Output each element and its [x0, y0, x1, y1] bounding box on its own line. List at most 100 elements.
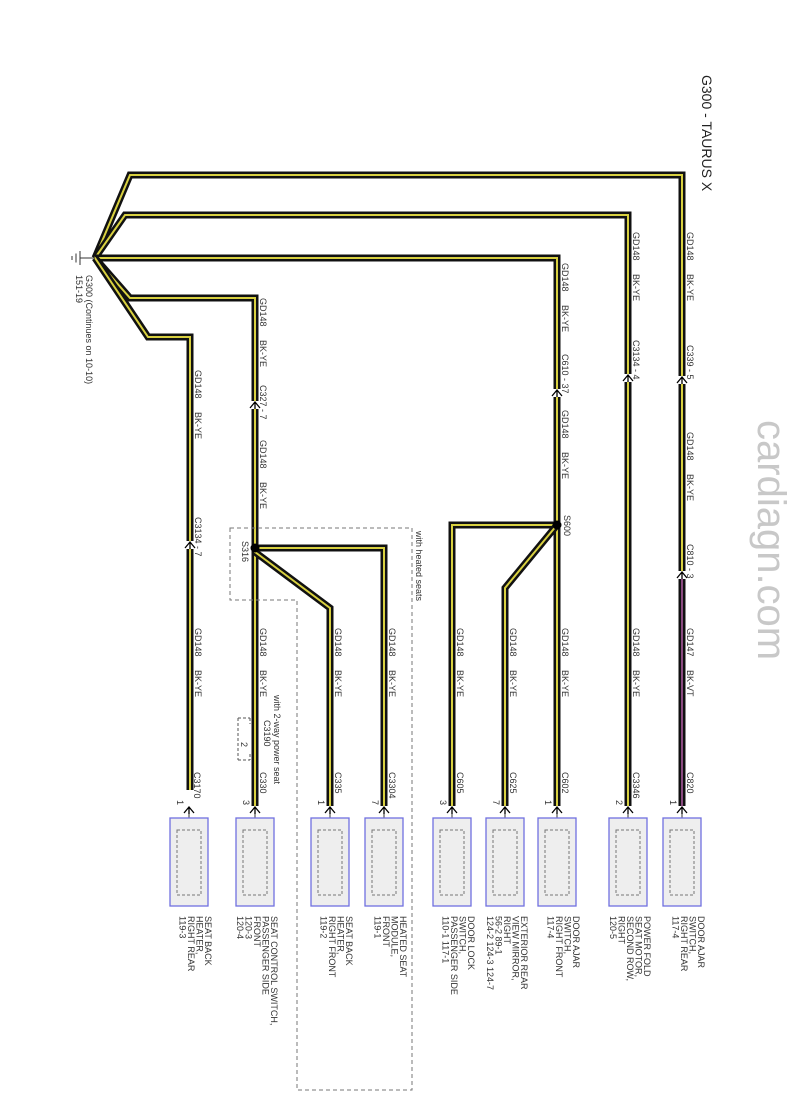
wire-circuit-label: GD148 — [387, 628, 397, 657]
component-box — [432, 817, 472, 907]
component-label-line: MODULE, — [390, 916, 400, 957]
component-box — [608, 817, 648, 907]
pin-number: 1 — [175, 800, 185, 805]
connector-label: C605 — [455, 772, 465, 794]
end-connector-4-icon — [446, 805, 458, 814]
connector-label: C3170 — [192, 772, 202, 799]
inline-connector-label: C3134 - 4 — [631, 340, 641, 380]
component-inner-outline — [669, 829, 695, 896]
wire-color-label: BK-YE — [631, 670, 641, 697]
component-label-line: RIGHT REAR — [186, 916, 196, 972]
component-label-line: 120-3 — [244, 916, 254, 939]
wire-circuit-label: GD148 — [685, 432, 695, 461]
component-label-line: RIGHT — [617, 916, 627, 945]
pin-number: 1 — [543, 800, 553, 805]
inline-connector-0-icon — [676, 375, 688, 384]
labels: G300 - TAURUS X cardiagn.com G300 (Conti… — [74, 75, 793, 785]
connector-label: C335 — [333, 772, 343, 794]
wire-color-label: BK-YE — [258, 482, 268, 509]
inline-connector-label: C810 - 3 — [685, 544, 695, 579]
splice-s316-dot — [250, 543, 260, 553]
component-inner-outline — [439, 829, 465, 896]
diagram-title: G300 - TAURUS X — [699, 75, 715, 192]
pin-number: 3 — [241, 800, 251, 805]
component-box — [169, 817, 209, 907]
component-label-line: HEATER, — [195, 916, 205, 954]
component-inner-outline — [615, 829, 641, 896]
wire-s316 — [92, 255, 259, 812]
component-label-line: 56-2 89-1 — [494, 916, 504, 955]
component-label-line: HEATED SEAT — [398, 916, 408, 978]
inline-connector-3-icon — [551, 388, 563, 397]
wire-color-label: BK-YE — [193, 670, 203, 697]
wire-color-label: BK-YE — [560, 670, 570, 697]
wire-c3346 — [92, 211, 632, 812]
pin-number: 3 — [438, 800, 448, 805]
wire-circuit-label: GD148 — [631, 232, 641, 261]
component-label-line: PASSENGER SIDE — [261, 916, 271, 995]
component-inner-outline — [492, 829, 518, 896]
component-inner-outline — [242, 829, 268, 896]
component-label-line: EXTERIOR REAR — [519, 916, 529, 990]
s316-label: S316 — [240, 541, 250, 562]
wire-color-label: BK-YE — [387, 670, 397, 697]
component-label-line: RIGHT — [502, 916, 512, 945]
component-label-line: 117-4 — [546, 916, 556, 938]
wire-circuit-label: GD148 — [258, 440, 268, 469]
end-connector-5-icon — [499, 805, 511, 814]
connector-label: C625 — [508, 772, 518, 794]
wire-c3346-core — [94, 214, 629, 812]
pin-number: 1 — [668, 800, 678, 805]
end-connector-2-icon — [324, 805, 336, 814]
pin-number: 2 — [614, 800, 624, 805]
component-label-line: SWITCH, — [688, 916, 698, 954]
inline-connector-label: C327 - 7 — [258, 385, 268, 420]
wire-c605-core — [451, 524, 557, 812]
wire-color-label: BK-YE — [560, 452, 570, 479]
component-label-line: POWER FOLD — [642, 916, 652, 977]
wire-color-label: BK-YE — [333, 670, 343, 697]
component-label-line: 124-2 124-3 124-7 — [485, 916, 495, 990]
component-box — [310, 817, 350, 907]
wire-color-label: BK-YE — [631, 274, 641, 301]
wire-s600-core — [95, 257, 558, 812]
inline-connector-4-icon — [249, 400, 261, 409]
component-label-line: SEAT BACK — [203, 916, 213, 966]
pin-number: 1 — [316, 800, 326, 805]
wire-color-label: BK-YE — [258, 670, 268, 697]
wire-circuit-label: GD148 — [333, 628, 343, 657]
wire-color-label: BK-VT — [685, 670, 695, 697]
wire-circuit-label: GD148 — [560, 263, 570, 292]
wire-s316-core — [94, 257, 256, 812]
splice-s600-dot — [552, 520, 562, 530]
wire-circuit-label: GD147 — [685, 628, 695, 657]
wire-c625 — [501, 522, 560, 812]
component-label-line: RIGHT FRONT — [554, 916, 564, 978]
watermark: cardiagn.com — [749, 420, 793, 660]
component-label-line: 120-4 — [235, 916, 245, 939]
inline-connector-2-icon — [622, 373, 634, 382]
wire-color-label: BK-YE — [685, 474, 695, 501]
inline-connector-5-icon — [184, 540, 196, 549]
wire-circuit-label: GD148 — [455, 628, 465, 657]
inline-connector-1-icon — [676, 570, 688, 579]
wire-circuit-label: GD148 — [560, 628, 570, 657]
ground-label: G300 (Continues on 10-10) — [84, 275, 94, 384]
component-label-line: SEAT MOTOR, — [634, 916, 644, 977]
component-box — [364, 817, 404, 907]
c3190-pin: 2 — [239, 742, 249, 747]
end-connector-1-icon — [249, 805, 261, 814]
heated-seats-note: with heated seats — [414, 530, 424, 602]
component-label-line: FRONT — [381, 916, 391, 947]
wire-c820 — [91, 171, 686, 578]
c3190-optional-box — [237, 717, 251, 761]
